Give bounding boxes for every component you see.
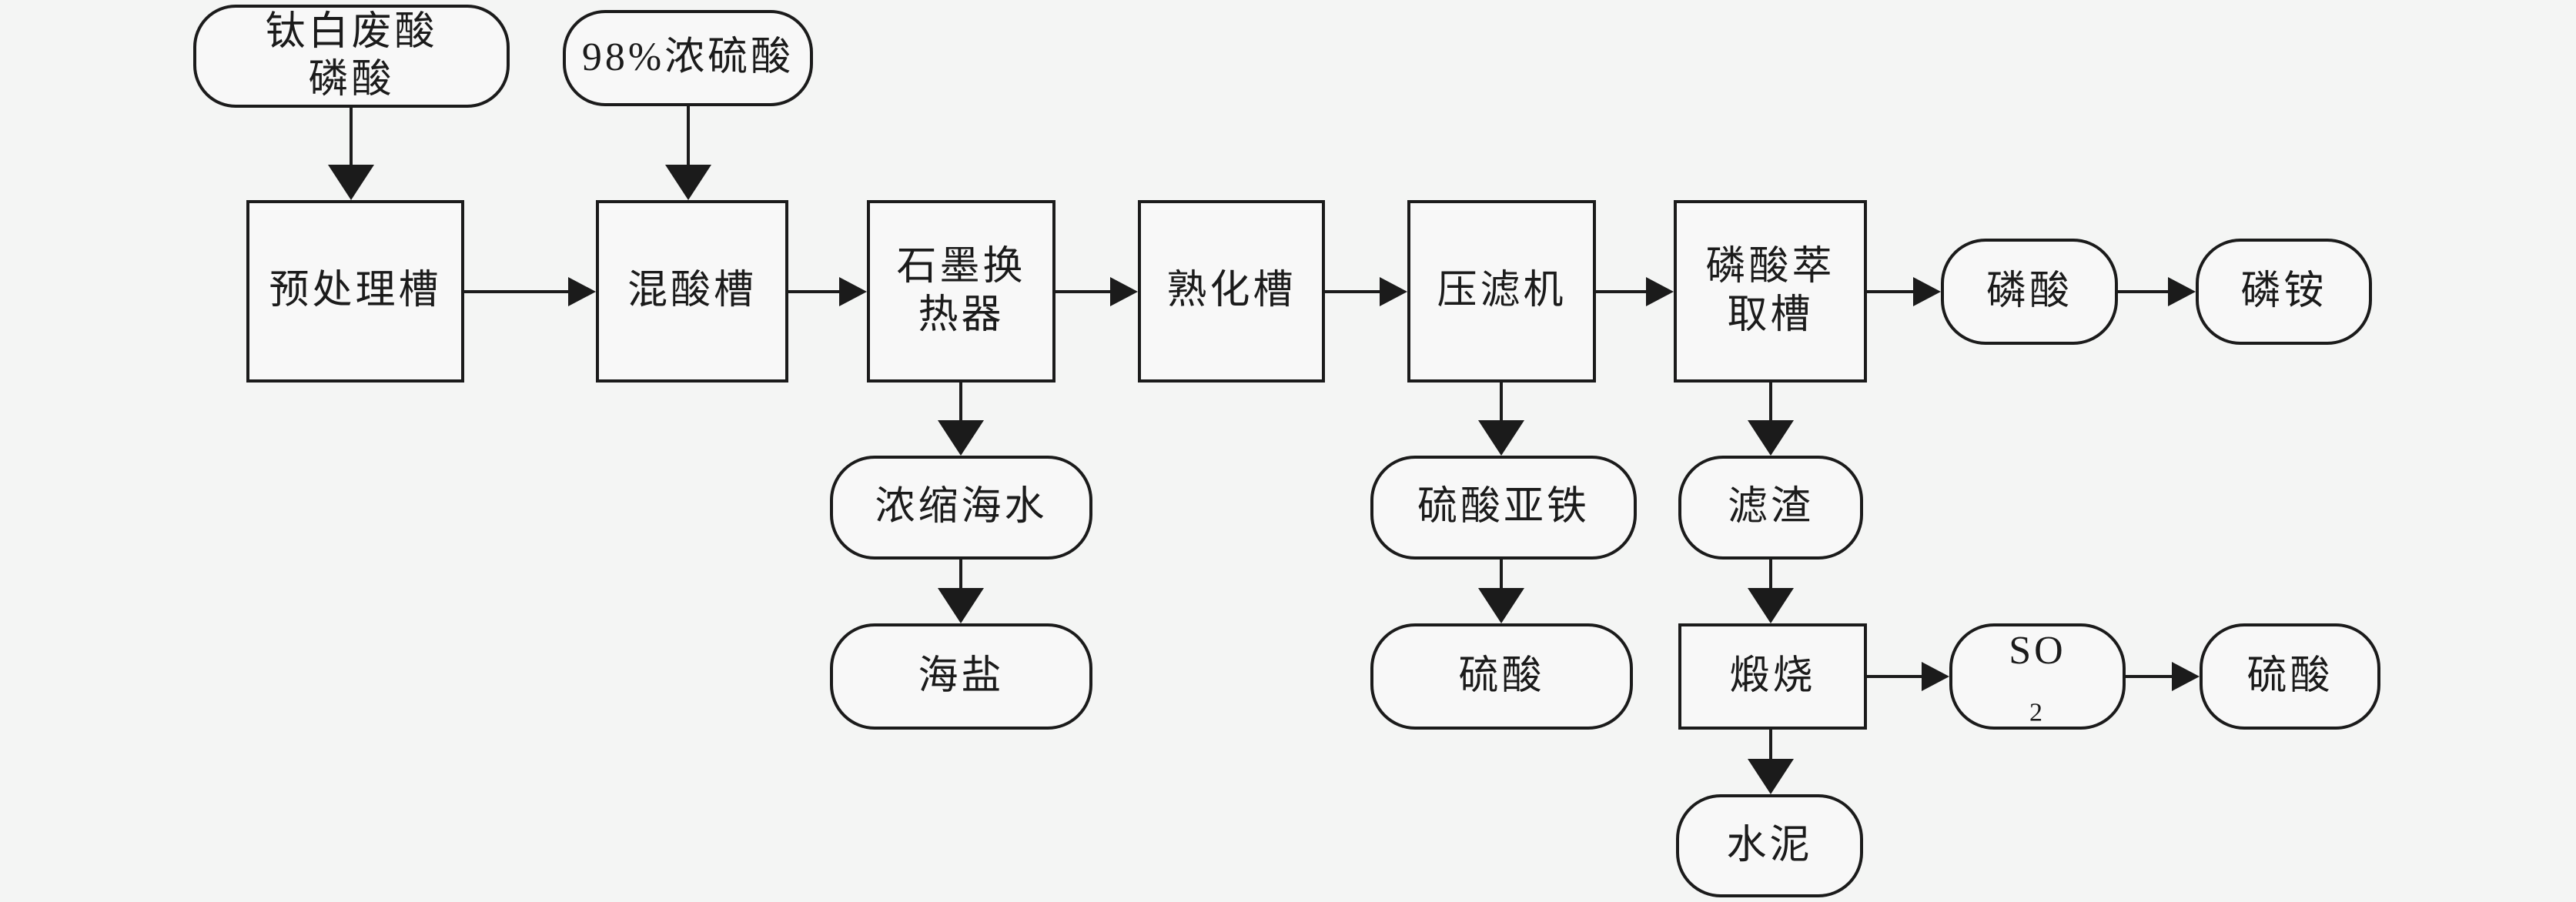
node-label: 浓缩海水 <box>875 485 1048 530</box>
node-label: 水泥 <box>1726 823 1813 867</box>
arrow-head-icon <box>938 588 984 623</box>
node-label: 混酸槽 <box>627 269 757 313</box>
arrow-head-icon <box>1748 759 1794 794</box>
node-label: 热器 <box>918 292 1005 337</box>
node-label: 石墨换 <box>896 245 1026 289</box>
arrow-head-icon <box>2168 277 2196 306</box>
arrow-head-icon <box>1478 588 1524 623</box>
node-cement: 水泥 <box>1676 794 1863 897</box>
arrow-line <box>1596 290 1648 293</box>
arrow-line <box>1500 383 1503 422</box>
node-pretreatment-tank: 预处理槽 <box>246 200 464 383</box>
arrow-line <box>2118 290 2170 293</box>
node-98-sulfuric-acid: 98%浓硫酸 <box>563 10 813 106</box>
node-label: 磷酸萃 <box>1705 245 1835 289</box>
arrow-line <box>1867 290 1915 293</box>
arrow-head-icon <box>1913 277 1941 306</box>
node-calcination: 煅烧 <box>1678 623 1867 730</box>
arrow-head-icon <box>328 165 374 200</box>
node-label: 压滤机 <box>1437 269 1567 313</box>
node-phosphoric-acid: 磷酸 <box>1941 239 2118 345</box>
node-filter-residue: 滤渣 <box>1678 456 1863 560</box>
arrow-line <box>1769 560 1772 590</box>
node-concentrated-seawater: 浓缩海水 <box>830 456 1092 560</box>
arrow-line <box>1867 675 1923 678</box>
arrow-line <box>464 290 570 293</box>
arrow-line <box>2126 675 2173 678</box>
arrow-line <box>1055 290 1112 293</box>
node-sulfuric-acid-left: 硫酸 <box>1370 623 1633 730</box>
node-graphite-heat-exchanger: 石墨换 热器 <box>867 200 1055 383</box>
node-label: 磷铵 <box>2240 269 2327 313</box>
arrow-head-icon <box>1922 662 1949 691</box>
arrow-head-icon <box>1478 420 1524 456</box>
arrow-head-icon <box>665 165 711 200</box>
arrow-line <box>959 560 962 590</box>
node-label: 磷酸 <box>308 58 395 102</box>
arrow-head-icon <box>1748 588 1794 623</box>
arrow-head-icon <box>938 420 984 456</box>
arrow-line <box>959 383 962 422</box>
arrow-head-icon <box>1380 277 1407 306</box>
node-label: 硫酸亚铁 <box>1417 485 1590 530</box>
node-ammonium-phosphate: 磷铵 <box>2196 239 2372 345</box>
arrow-head-icon <box>1748 420 1794 456</box>
arrow-line <box>1500 560 1503 590</box>
node-label: 硫酸 <box>1458 653 1545 698</box>
arrow-head-icon <box>1646 277 1674 306</box>
node-label: 钛白废酸 <box>265 9 438 54</box>
arrow-line <box>1769 730 1772 760</box>
arrow-line <box>350 108 353 166</box>
node-label: 滤渣 <box>1727 485 1814 530</box>
arrow-line <box>1325 290 1381 293</box>
node-label: 海盐 <box>918 653 1005 698</box>
node-label: 磷酸 <box>1986 269 2073 313</box>
arrow-line <box>687 106 690 166</box>
arrow-head-icon <box>2172 662 2200 691</box>
arrow-head-icon <box>839 277 867 306</box>
node-label: 熟化槽 <box>1166 269 1296 313</box>
node-filter-press: 压滤机 <box>1407 200 1596 383</box>
node-label: 预处理槽 <box>269 269 442 313</box>
node-sulfuric-acid-right: 硫酸 <box>2200 623 2380 730</box>
arrow-line <box>788 290 841 293</box>
node-titanium-waste-acid: 钛白废酸 磷酸 <box>193 5 510 108</box>
node-aging-tank: 熟化槽 <box>1138 200 1325 383</box>
arrow-line <box>1769 383 1772 422</box>
node-ferrous-sulfate: 硫酸亚铁 <box>1370 456 1637 560</box>
node-label: 取槽 <box>1727 292 1814 337</box>
node-label: 硫酸 <box>2246 653 2333 698</box>
so2-subscript: 2 <box>2029 697 2046 727</box>
node-label: 98%浓硫酸 <box>581 35 795 80</box>
arrow-head-icon <box>568 277 596 306</box>
node-phosphoric-extraction-tank: 磷酸萃 取槽 <box>1674 200 1867 383</box>
node-sea-salt: 海盐 <box>830 623 1092 730</box>
arrow-head-icon <box>1110 277 1138 306</box>
node-label: 煅烧 <box>1729 653 1816 698</box>
node-mixed-acid-tank: 混酸槽 <box>596 200 788 383</box>
